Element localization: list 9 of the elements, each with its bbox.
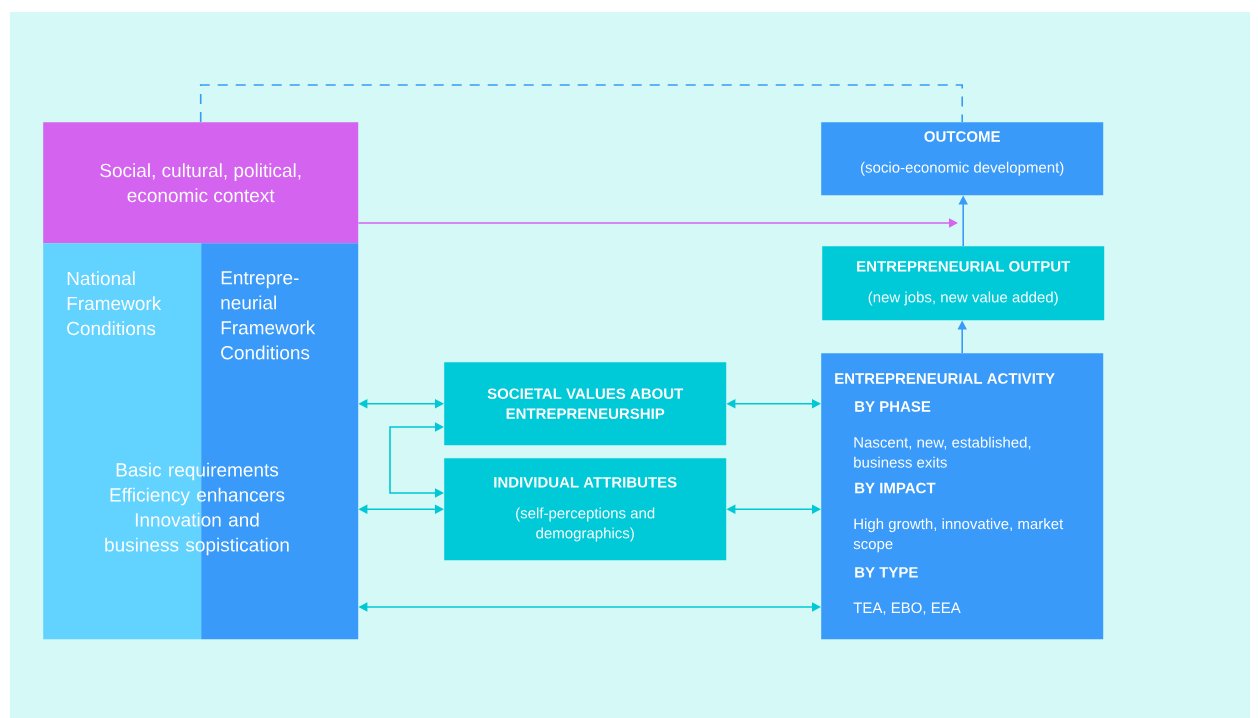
caption-text: Basic requirements Efficiency enhancers Innovation and business sopistication: [105, 462, 289, 556]
process-box: OUTCOME (socio-economic development): [821, 122, 1104, 196]
process-box: SOCIETAL VALUES ABOUT ENTREPRENEURSHIP: [444, 362, 727, 446]
arrow: [389, 422, 444, 498]
context-box: Social, cultural, political, economic context: [43, 122, 359, 244]
process-box: INDIVIDUAL ATTRIBUTES (self-perceptions and demographics): [444, 458, 727, 561]
connector-line: [199, 84, 963, 123]
process-box: ENTREPRENEURIAL OUTPUT (new jobs, new value added): [822, 246, 1105, 321]
process-box: ENTREPRENEURIAL ACTIVITY BY PHASE Nascent, new, established, business exits BY IMPACT High growth, innovative, market scope BY TYPE TEA, EBO, EEA: [821, 353, 1104, 640]
